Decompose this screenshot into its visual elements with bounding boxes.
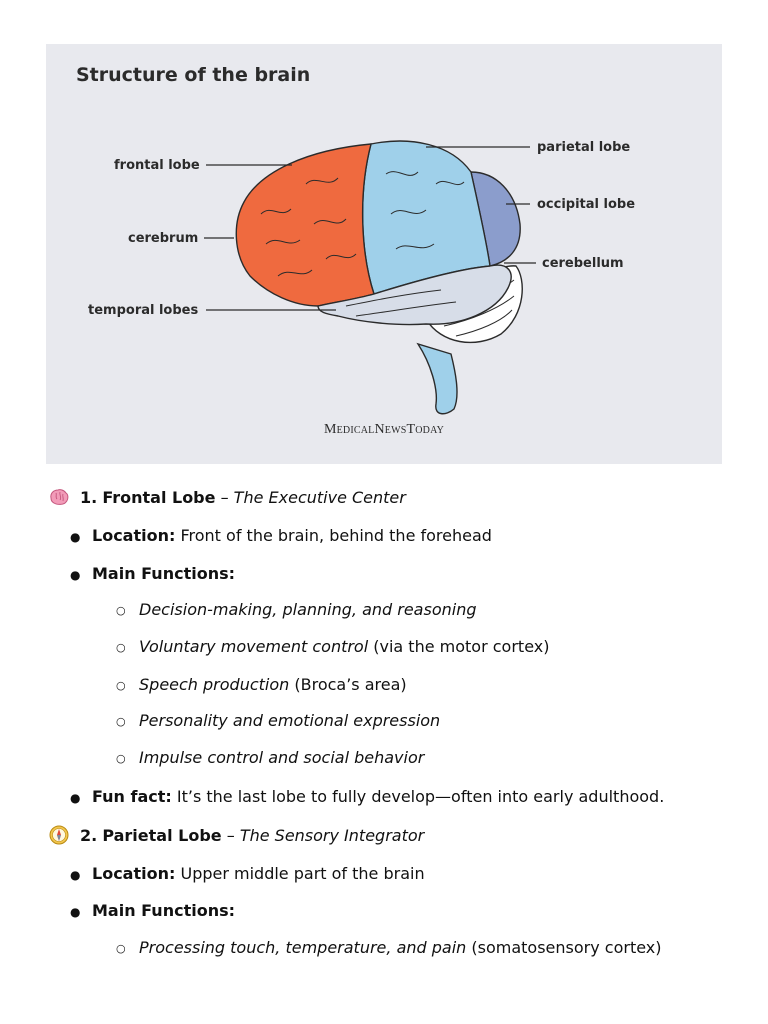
section-subtitle: The Sensory Integrator [239,825,425,845]
temporal-lobe [317,264,512,326]
figure-title: Structure of the brain [76,64,311,86]
sub-list-item: ○Processing touch, temperature, and pain… [116,938,662,957]
list-item: ●Location: Upper middle part of the brai… [70,864,425,883]
sub-list-item: ○Impulse control and social behavior [116,748,425,767]
list-item: ●Main Functions: [70,564,235,583]
brainstem [416,342,458,415]
funfact-text: It’s the last lobe to fully develop—ofte… [176,787,665,806]
brain-icon [50,489,69,505]
section-heading-frontal: 1. Frontal Lobe – The Executive Center [48,486,406,508]
label-cerebrum: cerebrum [128,231,198,246]
list-item: ●Location: Front of the brain, behind th… [70,526,492,545]
list-item: ●Fun fact: It’s the last lobe to fully d… [70,787,665,806]
funfact-label: Fun fact: [92,787,172,806]
functions-label: Main Functions: [92,901,235,920]
frontal-lobe [235,143,375,307]
functions-label: Main Functions: [92,564,235,583]
sub-list-item: ○Speech production (Broca’s area) [116,675,407,694]
sub-list-item: ○Voluntary movement control (via the mot… [116,637,550,656]
label-frontal-lobe: frontal lobe [114,158,200,173]
brain-illustration: frontal lobe cerebrum temporal lobes par… [88,140,635,415]
section-heading-parietal: 2. Parietal Lobe – The Sensory Integrato… [48,824,424,846]
label-parietal-lobe: parietal lobe [537,140,630,155]
label-temporal-lobes: temporal lobes [88,303,198,318]
section-dash: – [226,825,235,845]
label-cerebellum: cerebellum [542,256,624,271]
sub-list-item: ○Personality and emotional expression [116,711,441,730]
section-name: Frontal Lobe [102,487,216,507]
location-label: Location: [92,864,176,883]
location-label: Location: [92,526,176,545]
section-dash: – [220,487,229,507]
list-item: ●Main Functions: [70,901,235,920]
label-occipital-lobe: occipital lobe [537,197,635,212]
location-text: Front of the brain, behind the forehead [180,526,492,545]
brain-diagram: Structure of the brain frontal lobe cere… [46,44,722,464]
section-number: 2. [80,825,98,845]
sub-list-item: ○Decision-making, planning, and reasonin… [116,600,477,619]
section-name: Parietal Lobe [102,825,222,845]
section-number: 1. [80,487,98,507]
compass-icon [49,825,69,845]
brand-logo: MedicalNewsToday [323,422,445,437]
location-text: Upper middle part of the brain [180,864,425,883]
section-subtitle: The Executive Center [233,487,406,507]
